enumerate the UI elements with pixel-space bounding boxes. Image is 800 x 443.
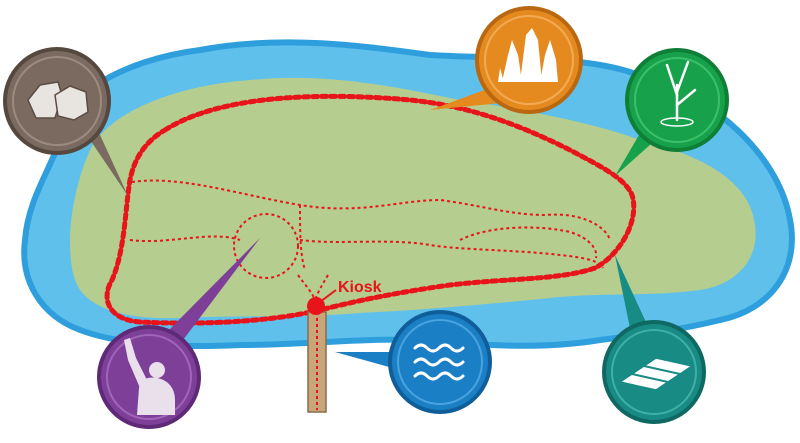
- main-loop-trail: [104, 93, 637, 326]
- water-marker[interactable]: [388, 310, 492, 414]
- stalagmites-marker[interactable]: [475, 6, 583, 114]
- wetland-plant-icon: [660, 60, 697, 127]
- stalagmites-icon: [498, 28, 558, 82]
- kiosk-marker[interactable]: Kiosk: [307, 279, 382, 315]
- kiosk-label: Kiosk: [338, 279, 382, 296]
- rocks-icon: [27, 81, 89, 121]
- person-waving-icon: [124, 338, 175, 415]
- boardwalk-marker[interactable]: [602, 320, 706, 424]
- wetland-plant-marker[interactable]: [625, 48, 729, 152]
- boardwalk-icon: [618, 357, 694, 391]
- dock: [307, 311, 327, 413]
- water-waves-icon: [413, 343, 465, 381]
- person-marker[interactable]: [97, 325, 201, 429]
- rocks-marker[interactable]: [3, 47, 111, 155]
